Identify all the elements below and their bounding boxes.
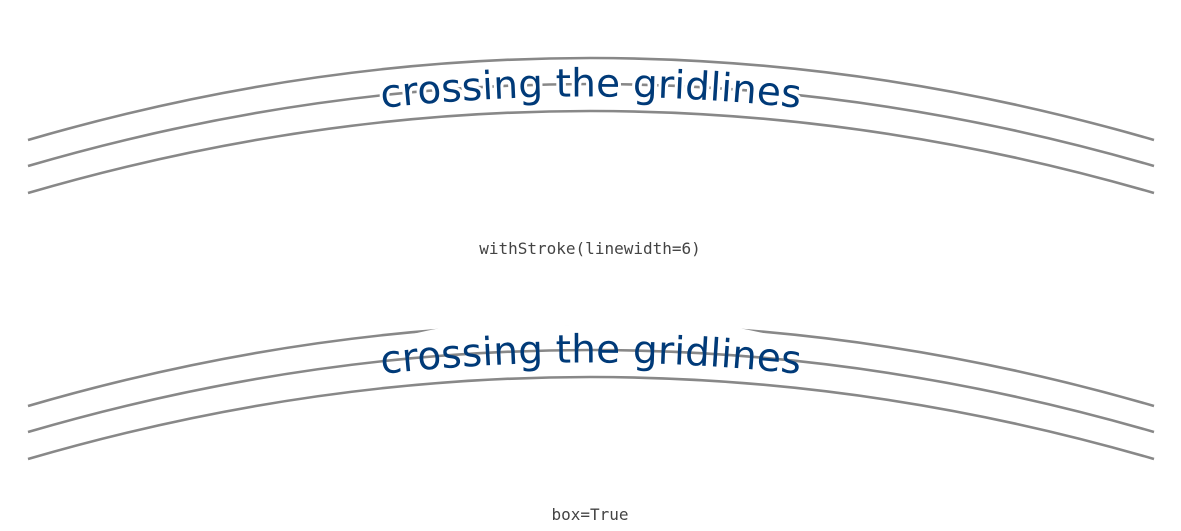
panel-stroke: crossing the gridlines crossing the grid…	[27, 56, 1155, 258]
gridline-middle	[27, 82, 1155, 168]
gridline-lower	[27, 109, 1155, 195]
gridlines	[27, 56, 1155, 195]
text-box-mask	[370, 313, 810, 357]
gridline-upper	[27, 56, 1155, 142]
curved-text-path: crossing the gridlines	[378, 327, 804, 383]
gridline-middle	[27, 348, 1155, 434]
curved-text-stroke-halo: crossing the gridlines	[378, 61, 804, 117]
curved-text-path: crossing the gridlines	[378, 61, 804, 117]
curved-text-halo-path: crossing the gridlines	[375, 58, 807, 120]
caption-stroke: withStroke(linewidth=6)	[479, 239, 701, 258]
panel-box: crossing the gridlines box=True	[27, 313, 1155, 524]
curved-text-box: crossing the gridlines	[378, 327, 804, 383]
gridline-lower	[27, 375, 1155, 461]
caption-box: box=True	[551, 505, 628, 524]
curved-text-stroke: crossing the gridlines	[378, 61, 804, 117]
